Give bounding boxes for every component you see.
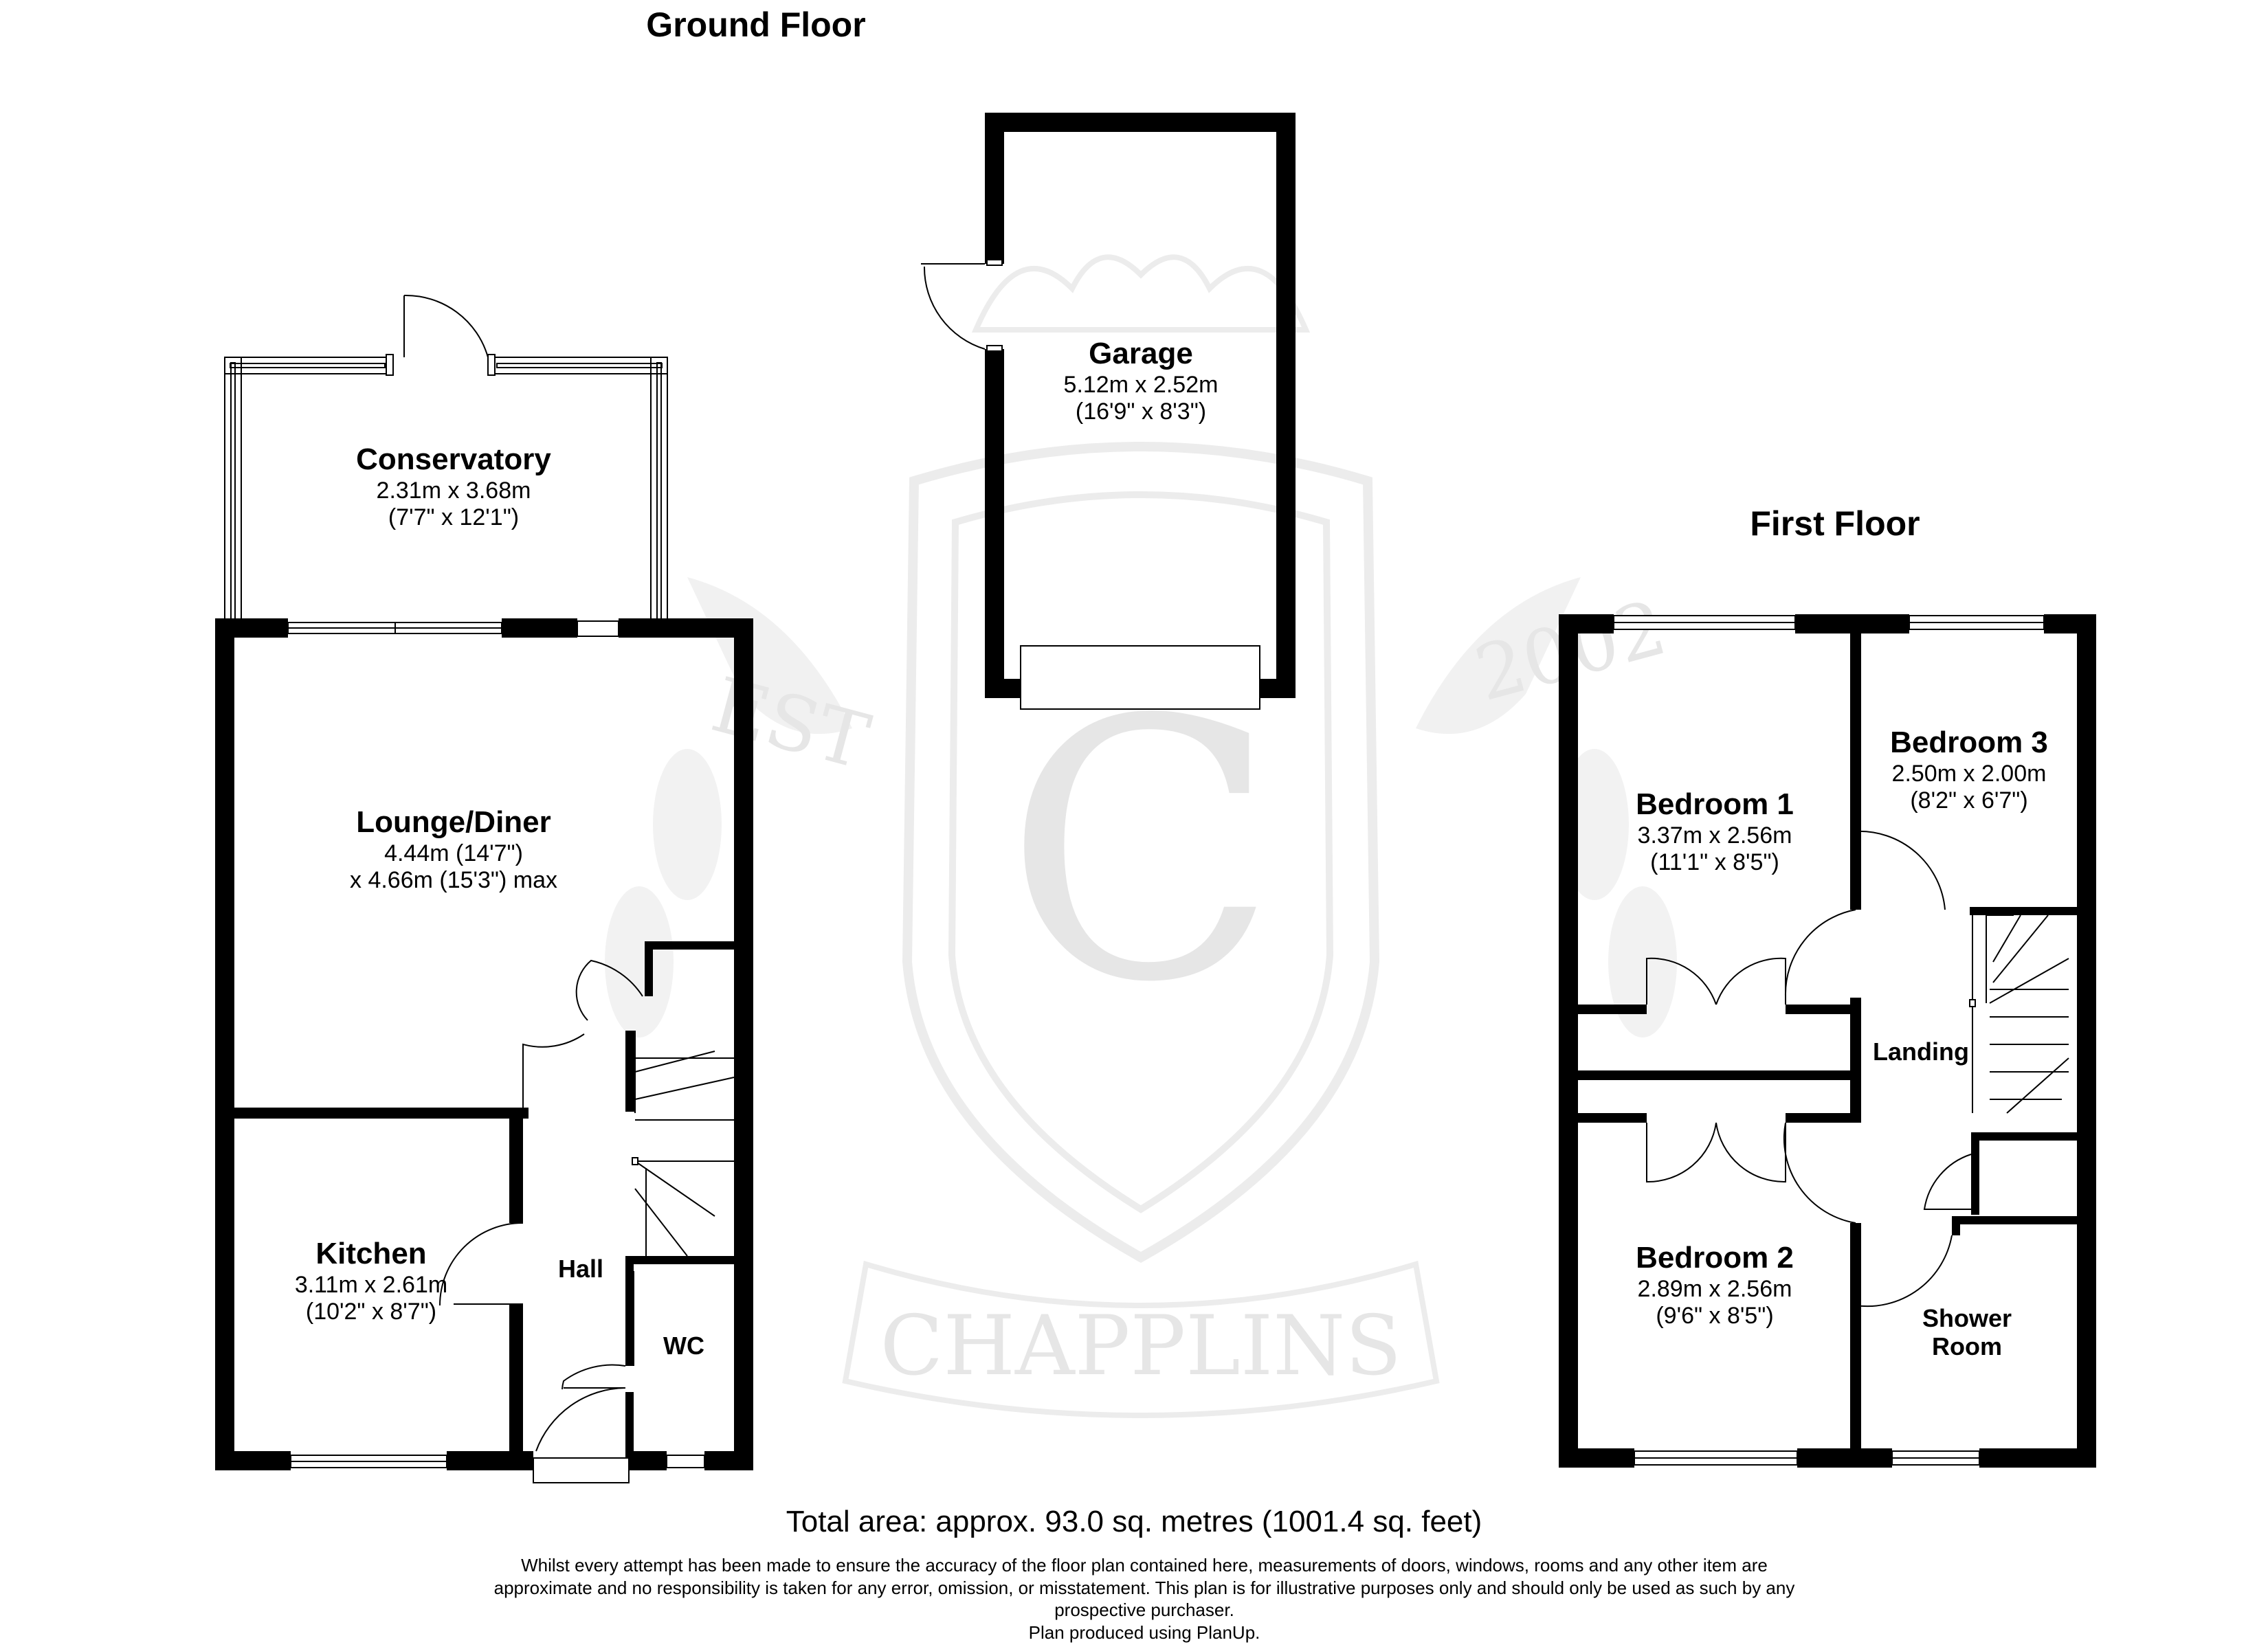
bedroom2-label: Bedroom 2 2.89m x 2.56m (9'6" x 8'5") (1581, 1241, 1849, 1330)
watermark-letter: C (1004, 644, 1278, 1060)
first-floor-walls (1559, 614, 2096, 1468)
bedroom1-name: Bedroom 1 (1636, 787, 1794, 821)
ground-floor-openings (287, 620, 705, 1483)
disclaimer-line3: prospective purchaser. (1054, 1600, 1234, 1620)
garage-metric: 5.12m x 2.52m (1063, 371, 1219, 398)
conservatory-name: Conservatory (356, 442, 551, 476)
shower-room-line2: Room (1932, 1332, 2002, 1361)
bedroom3-imperial: (8'2" x 6'7") (1910, 787, 2028, 814)
ground-floor-stairs (632, 1051, 735, 1257)
disclaimer-line1: Whilst every attempt has been made to en… (521, 1555, 1768, 1575)
lounge-name: Lounge/Diner (356, 805, 551, 839)
shower-room-line1: Shower (1922, 1304, 2012, 1332)
landing-label: Landing (1873, 1037, 1969, 1066)
bedroom2-imperial: (9'6" x 8'5") (1656, 1302, 1774, 1329)
disclaimer-line4: Plan produced using PlanUp. (1028, 1622, 1260, 1643)
shower-room-label: Shower Room (1864, 1304, 2070, 1361)
bedroom3-label: Bedroom 3 2.50m x 2.00m (8'2" x 6'7") (1863, 726, 2076, 814)
bedroom1-metric: 3.37m x 2.56m (1637, 822, 1792, 849)
conservatory-imperial: (7'7" x 12'1") (388, 504, 520, 530)
garage-imperial: (16'9" x 8'3") (1075, 398, 1207, 425)
total-area: Total area: approx. 93.0 sq. metres (100… (786, 1505, 1482, 1538)
kitchen-name: Kitchen (315, 1237, 427, 1270)
wc-label: WC (663, 1332, 704, 1360)
watermark-est: EST (703, 660, 878, 786)
garage-door (921, 259, 1260, 710)
bedroom3-name: Bedroom 3 (1890, 726, 2048, 759)
bedroom1-label: Bedroom 1 3.37m x 2.56m (11'1" x 8'5") (1581, 787, 1849, 876)
bedroom2-metric: 2.89m x 2.56m (1637, 1275, 1792, 1302)
bedroom3-metric: 2.50m x 2.00m (1891, 760, 2047, 787)
watermark-banner: CHAPPLINS (880, 1299, 1402, 1394)
lounge-line1: 4.44m (14'7") (384, 840, 523, 866)
first-floor-title: First Floor (1750, 504, 1920, 543)
ground-floor-walls (215, 618, 753, 1470)
bedroom2-name: Bedroom 2 (1636, 1241, 1794, 1275)
disclaimer-line2: approximate and no responsibility is tak… (493, 1577, 1795, 1598)
garage-name: Garage (1089, 337, 1193, 370)
first-floor-openings (1613, 615, 2045, 1466)
lounge-label: Lounge/Diner 4.44m (14'7") x 4.66m (15'3… (289, 805, 619, 894)
kitchen-metric: 3.11m x 2.61m (294, 1271, 448, 1298)
lounge-line2: x 4.66m (15'3") max (350, 866, 557, 893)
kitchen-label: Kitchen 3.11m x 2.61m (10'2" x 8'7") (237, 1237, 505, 1325)
first-floor-doors (1646, 830, 1972, 1308)
ground-floor-doors (439, 959, 643, 1452)
ground-floor-title: Ground Floor (646, 5, 866, 44)
garage-walls (985, 113, 1296, 698)
disclaimer: Whilst every attempt has been made to en… (0, 1554, 2268, 1644)
kitchen-imperial: (10'2" x 8'7") (305, 1298, 437, 1325)
hall-label: Hall (557, 1255, 604, 1283)
first-floor-stairs (1969, 915, 2069, 1114)
conservatory-metric: 2.31m x 3.68m (376, 477, 531, 504)
conservatory-label: Conservatory 2.31m x 3.68m (7'7" x 12'1"… (289, 442, 619, 531)
garage-label: Garage 5.12m x 2.52m (16'9" x 8'3") (1003, 337, 1278, 425)
bedroom1-imperial: (11'1" x 8'5") (1650, 849, 1779, 875)
